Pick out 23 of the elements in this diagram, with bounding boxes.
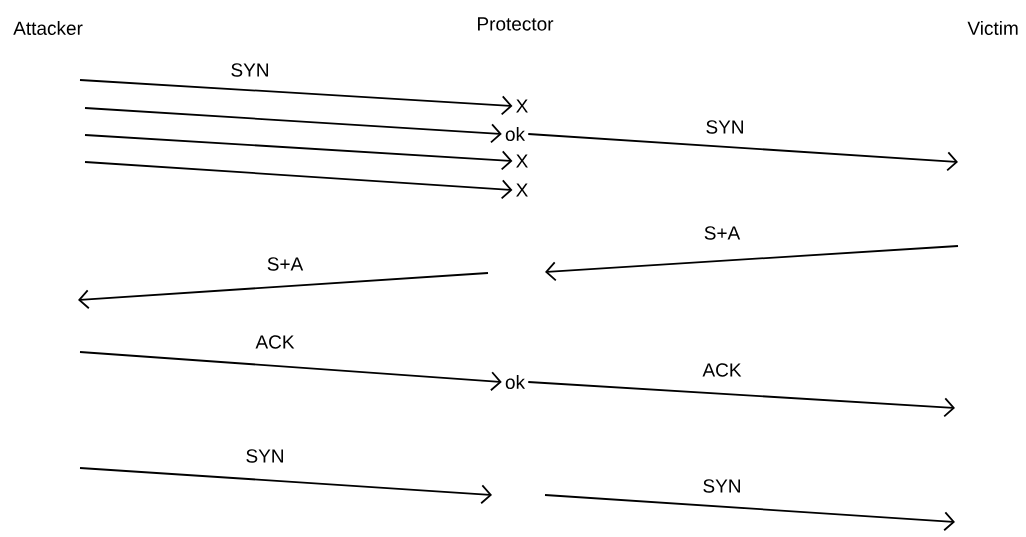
column-heading: Protector (478, 17, 554, 31)
arrow (527, 133, 958, 172)
column-heading: Attacker (13, 21, 83, 35)
arrow (79, 351, 502, 392)
status-mark: X (516, 99, 528, 113)
status-mark: X (516, 154, 528, 168)
arrow (84, 161, 513, 200)
edge-label: ACK (255, 335, 295, 349)
arrow-label: SYN (703, 479, 740, 493)
edge-label: ACK (702, 363, 742, 377)
status-mark: ok (505, 127, 526, 141)
arrow-label: S+A (704, 226, 741, 240)
arrow (84, 134, 513, 171)
status-mark: X (516, 183, 528, 197)
arrow (84, 107, 502, 144)
arrow-label: SYN (246, 449, 283, 463)
edge-label: SYN (231, 63, 268, 77)
arrow (527, 381, 955, 418)
status-mark: ok (505, 375, 526, 389)
arrow (79, 79, 513, 116)
column-heading: Victim (967, 21, 1018, 35)
edge-label: SYN (706, 120, 743, 134)
arrow-label: S+A (267, 257, 304, 271)
